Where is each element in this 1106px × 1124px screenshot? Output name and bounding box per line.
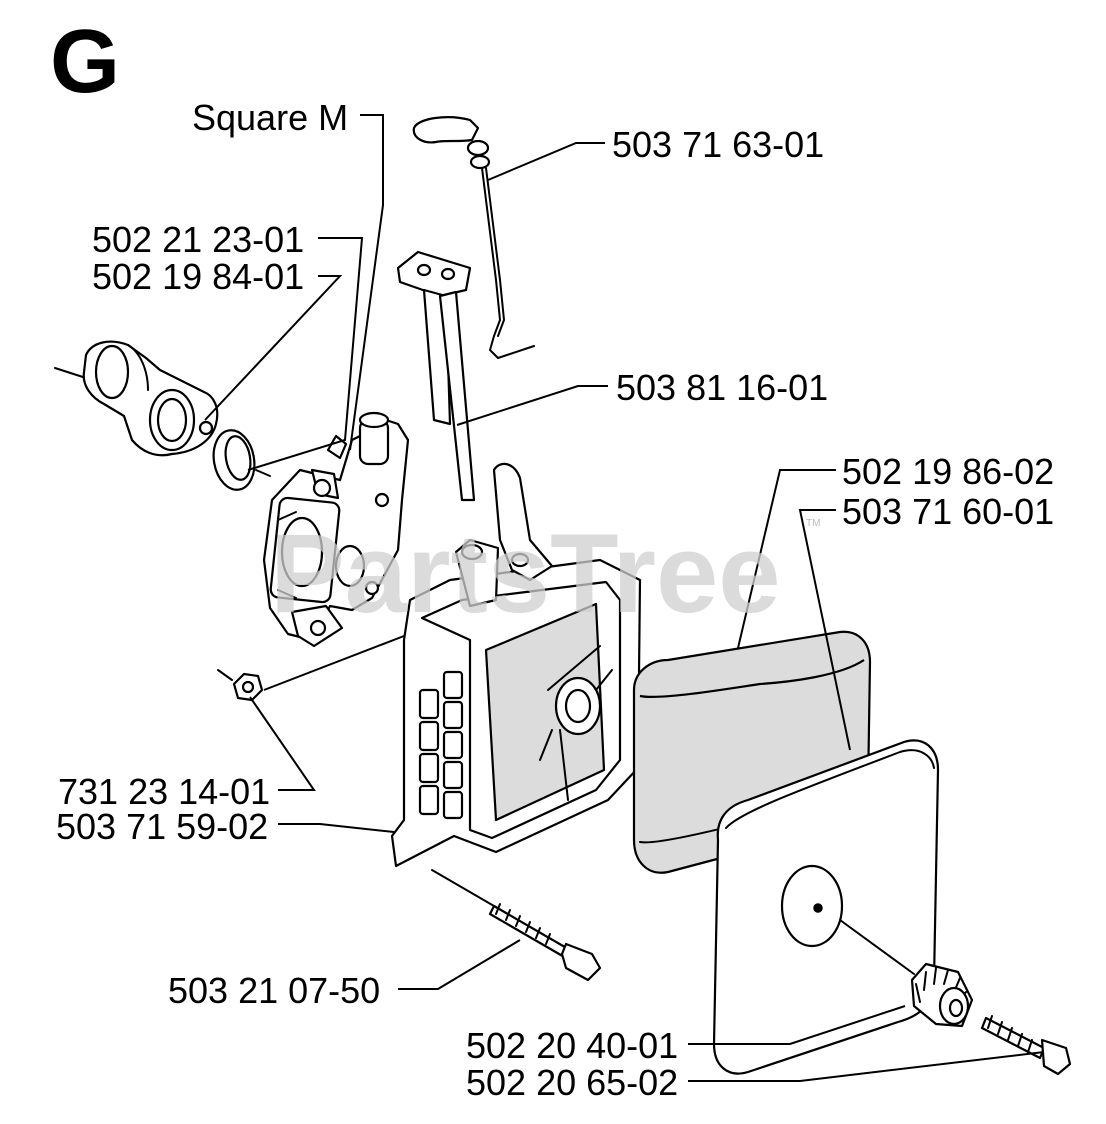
carburetor-part[interactable] [262,411,410,648]
long-screw-part[interactable] [431,869,602,982]
air-filter-cover-part[interactable] [712,739,940,1075]
callout-square-m: Square M [192,97,348,138]
knob-part[interactable] [839,919,974,1028]
watermark-trademark: TM [806,518,820,529]
section-letter: G [50,12,120,112]
callout-503-71-60-01[interactable]: 503 71 60-01 [842,491,1054,532]
choke-plate-part[interactable] [396,250,476,502]
air-filter-housing-part[interactable] [390,462,642,868]
intake-adapter-part[interactable] [54,340,219,457]
callout-503-81-16-01[interactable]: 503 81 16-01 [616,367,828,408]
choke-rod-part[interactable] [412,116,535,359]
callout-502-19-86-02[interactable]: 502 19 86-02 [842,451,1054,492]
knob-screw-part[interactable] [980,1015,1072,1076]
callout-502-20-40-01[interactable]: 502 20 40-01 [466,1025,678,1066]
callout-503-71-63-01[interactable]: 503 71 63-01 [612,124,824,165]
callout-502-21-23-01[interactable]: 502 21 23-01 [92,219,304,260]
callout-503-21-07-50[interactable]: 503 21 07-50 [168,970,380,1011]
gasket-ring-part[interactable] [209,427,271,493]
callout-503-71-59-02[interactable]: 503 71 59-02 [56,806,268,847]
callout-502-20-65-02[interactable]: 502 20 65-02 [466,1062,678,1103]
callout-502-19-84-01[interactable]: 502 19 84-01 [92,256,304,297]
nut-part[interactable] [217,669,264,702]
watermark-text: PartsTree [270,511,781,636]
leader-lines [204,114,1045,1082]
callout-731-23-14-01[interactable]: 731 23 14-01 [58,771,270,812]
